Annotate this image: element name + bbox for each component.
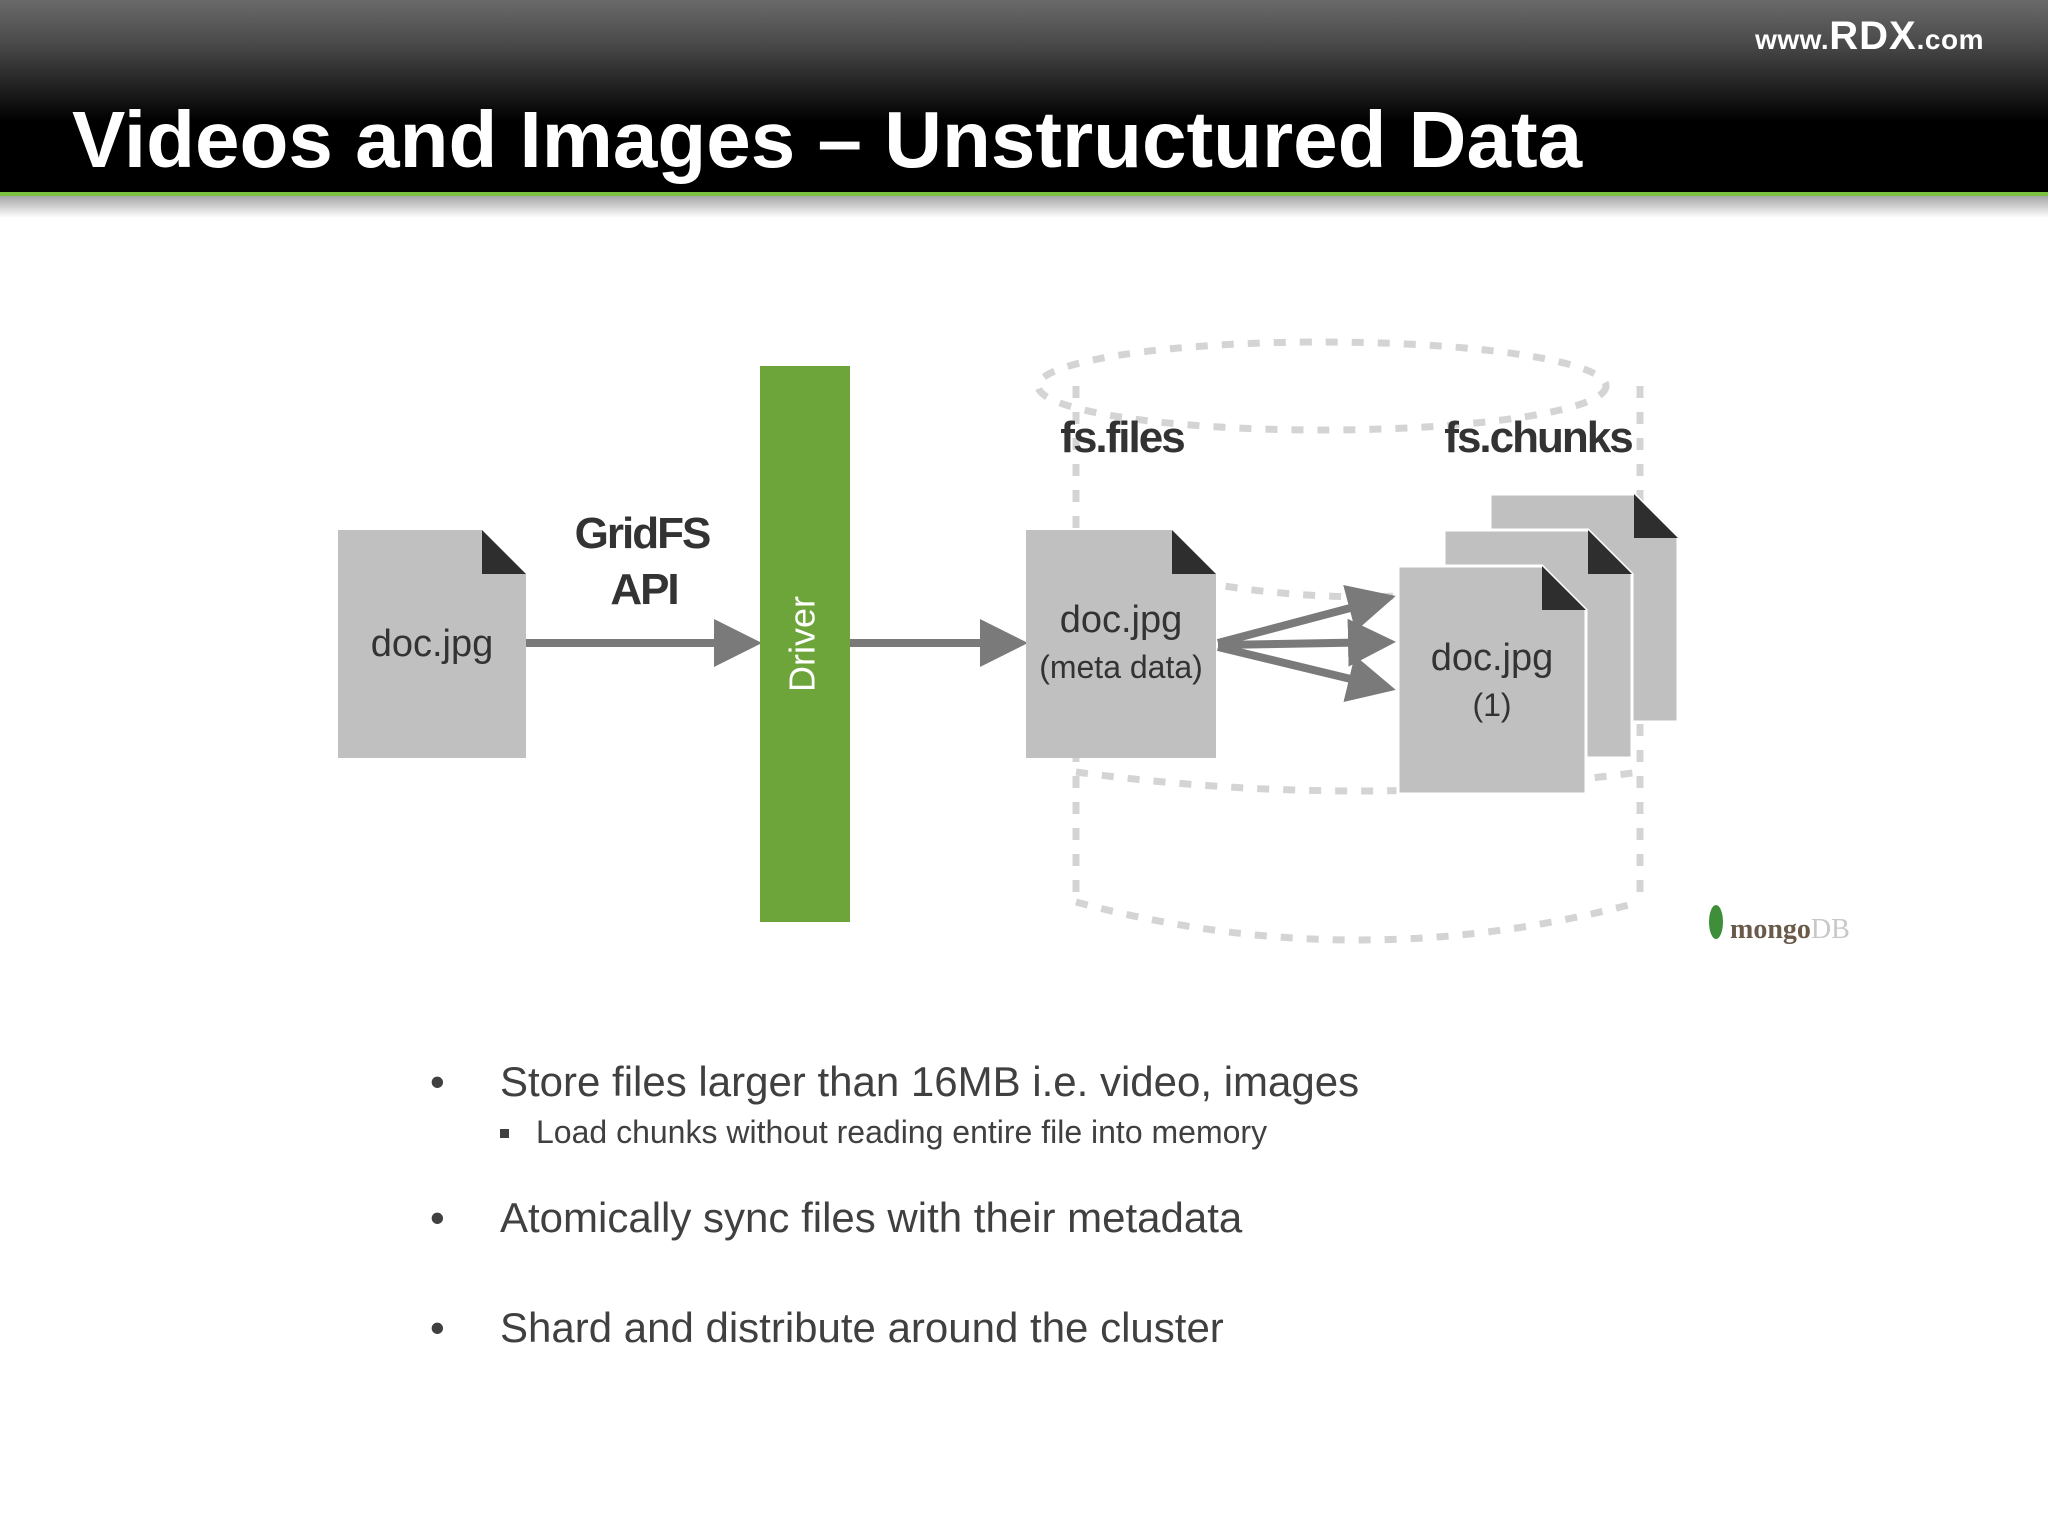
bullet-text-3: Shard and distribute around the cluster xyxy=(500,1304,1224,1351)
sub-bullet-square xyxy=(500,1129,509,1138)
header-shadow xyxy=(0,196,2048,218)
fs-chunks-label: fs.chunks xyxy=(1444,413,1632,462)
chunk-document-name: doc.jpg xyxy=(1431,637,1554,679)
arrow-files-to-chunk-middle xyxy=(1217,618,1396,667)
source-document-corner xyxy=(482,530,526,574)
arrow-files-to-chunk-top xyxy=(1216,585,1396,647)
source-document-page xyxy=(338,530,526,758)
chunk-document-index: (1) xyxy=(1472,687,1511,723)
slide-header xyxy=(0,0,2048,196)
chunk-document-mid-corner xyxy=(1588,530,1632,574)
metadata-document-name: doc.jpg xyxy=(1060,599,1183,641)
gridfs-api-label-line2: API xyxy=(610,565,677,614)
bullet-text-1: Store files larger than 16MB i.e. video,… xyxy=(500,1058,1360,1105)
chunk-document-front-corner xyxy=(1542,566,1586,610)
header-accent-line xyxy=(0,192,2048,196)
brand-suffix: .com xyxy=(1916,24,1984,55)
source-document: doc.jpg xyxy=(338,530,526,758)
brand-url: www.RDX.com xyxy=(1755,14,1984,59)
chunk-document-front: doc.jpg (1) xyxy=(1396,564,1588,796)
driver-bar xyxy=(760,366,850,922)
cylinder-top-rim xyxy=(1034,338,1610,434)
bullet-dot: • xyxy=(430,1194,445,1241)
bullet-dot: • xyxy=(430,1058,445,1105)
metadata-document-note: (meta data) xyxy=(1039,649,1203,685)
gridfs-api-label-line1: GridFS xyxy=(575,509,710,558)
driver-label: Driver xyxy=(782,596,823,692)
bullet-text-2: Atomically sync files with their metadat… xyxy=(500,1194,1243,1241)
chunk-document-front-page xyxy=(1396,564,1588,796)
database-cylinder xyxy=(1034,338,1644,944)
bullet-dot: • xyxy=(430,1304,445,1351)
arrow-files-to-chunk-bottom xyxy=(1217,643,1396,702)
slide-title: Videos and Images – Unstructured Data xyxy=(72,95,1583,184)
metadata-document: doc.jpg (meta data) xyxy=(1026,530,1216,758)
source-document-label: doc.jpg xyxy=(371,623,494,665)
mongodb-leaf-icon xyxy=(1709,905,1723,939)
brand-prefix: www. xyxy=(1755,24,1830,55)
sub-bullet-text-1: Load chunks without reading entire file … xyxy=(536,1114,1268,1150)
fs-files-label: fs.files xyxy=(1060,413,1184,462)
mongodb-logo: mongoDB xyxy=(1709,905,1850,945)
cylinder-bottom-rim xyxy=(1075,898,1641,944)
metadata-document-page xyxy=(1026,530,1216,758)
mongodb-logo-text-light: DB xyxy=(1811,914,1850,945)
brand-name: RDX xyxy=(1829,14,1917,58)
cylinder-middle-rim-upper xyxy=(1199,578,1401,601)
cylinder-middle-rim xyxy=(1075,768,1641,795)
chunk-document-back-corner xyxy=(1634,494,1678,538)
mongodb-logo-text-bold: mongo xyxy=(1730,914,1811,945)
metadata-document-corner xyxy=(1172,530,1216,574)
mongodb-logo-text: mongoDB xyxy=(1730,914,1850,945)
